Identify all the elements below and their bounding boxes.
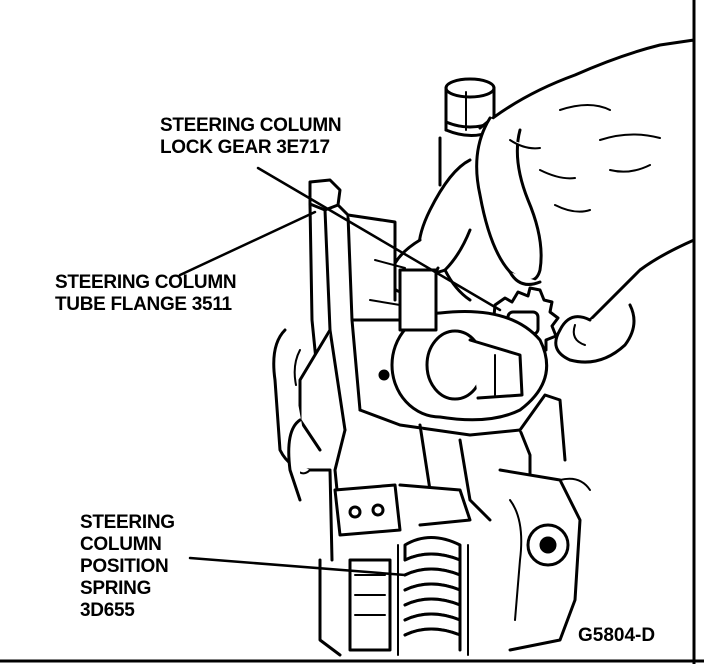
- leader-position-spring: [188, 556, 407, 577]
- hand-illustration: [388, 38, 696, 364]
- label-position-spring: STEERING COLUMN POSITION SPRING 3D655: [80, 512, 175, 622]
- label-position-spring-line2: COLUMN: [80, 534, 162, 555]
- left-base: [287, 418, 342, 657]
- label-position-spring-line3: POSITION: [80, 556, 169, 577]
- lock-housing: [390, 310, 549, 422]
- label-tube-flange: STEERING COLUMN TUBE FLANGE 3511: [55, 272, 237, 316]
- leader-lines: [178, 166, 502, 577]
- label-tube-flange-line2: TUBE FLANGE 3511: [55, 294, 232, 315]
- leader-tube-flange: [178, 210, 317, 277]
- position-spring: [348, 536, 469, 656]
- label-lock-gear: STEERING COLUMN LOCK GEAR 3E717: [160, 115, 342, 159]
- label-lock-gear-line2: LOCK GEAR 3E717: [160, 137, 330, 158]
- figure-id: G5804-D: [578, 625, 656, 646]
- leader-lock-gear: [256, 166, 502, 312]
- label-position-spring-line4: SPRING: [80, 578, 152, 599]
- right-housing: [498, 468, 591, 652]
- label-lock-gear-line1: STEERING COLUMN: [160, 115, 342, 136]
- lower-bracket: [289, 459, 472, 562]
- tube-flange: [298, 178, 422, 452]
- label-position-spring-line1: STEERING: [80, 512, 175, 533]
- label-tube-flange-line1: STEERING COLUMN: [55, 272, 237, 293]
- label-position-spring-line5: 3D655: [80, 600, 135, 621]
